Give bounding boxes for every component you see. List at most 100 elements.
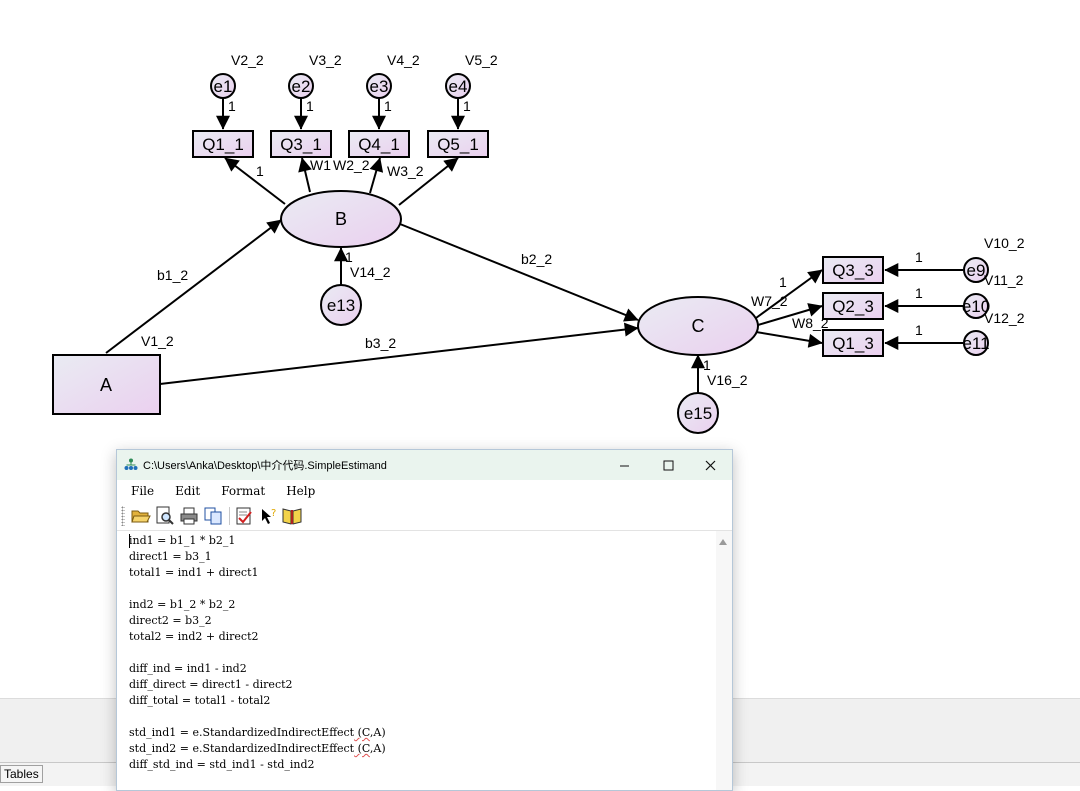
variance-label-V11_2: V11_2	[984, 272, 1024, 288]
error-e9[interactable]: e9	[963, 257, 989, 283]
code-line: diff_direct = direct1 - direct2	[129, 678, 293, 691]
edge-B-Q1_1	[224, 157, 286, 205]
node-label-e9: e9	[967, 261, 986, 280]
node-label-e10: e10	[962, 297, 990, 316]
menu-file[interactable]: File	[131, 484, 155, 498]
error-e11[interactable]: e11	[962, 330, 990, 356]
menu-help[interactable]: Help	[286, 484, 316, 498]
error-e3[interactable]: e3	[366, 73, 392, 99]
fixed-weight-e3: 1	[384, 98, 392, 114]
minimize-button[interactable]	[602, 450, 646, 480]
maximize-button[interactable]	[646, 450, 690, 480]
path-label-W7_2: W7_2	[751, 293, 788, 309]
observed-Q2_3[interactable]: Q2_3	[822, 292, 884, 320]
code-line	[129, 709, 709, 725]
variance-label-V3_2: V3_2	[309, 52, 342, 68]
variance-label-V12_2: V12_2	[984, 310, 1025, 326]
help-arrow-icon: ?	[262, 508, 276, 524]
variance-label-V16_2: V16_2	[707, 372, 748, 388]
variance-label-V2_2: V2_2	[231, 52, 264, 68]
tables-tab[interactable]: Tables	[0, 765, 43, 783]
observed-Q3_3[interactable]: Q3_3	[822, 256, 884, 284]
code-line: diff_std_ind = std_ind1 - std_ind2	[129, 758, 315, 771]
edges	[105, 98, 963, 397]
fixed-weight-e2: 1	[306, 98, 314, 114]
help-arrow-button[interactable]: ?	[258, 506, 278, 526]
copy-button[interactable]	[203, 506, 223, 526]
error-e10[interactable]: e10	[962, 293, 990, 319]
node-label-Q2_3: Q2_3	[832, 297, 874, 316]
fixed-weight-e4: 1	[463, 98, 471, 114]
error-e1[interactable]: e1	[210, 73, 236, 99]
node-label-e13: e13	[327, 296, 355, 315]
vertical-scrollbar[interactable]	[716, 531, 732, 790]
svg-text:?: ?	[271, 508, 276, 519]
fixed-weight-e15: 1	[703, 357, 711, 373]
node-label-C: C	[692, 316, 705, 336]
node-label-Q4_1: Q4_1	[358, 135, 400, 154]
node-label-e3: e3	[370, 77, 389, 96]
observed-Q3_1[interactable]: Q3_1	[270, 130, 332, 158]
code-line: diff_total = total1 - total2	[129, 694, 271, 707]
code-line: std_ind1 = e.StandardizedIndirectEffect …	[129, 726, 386, 739]
print-button[interactable]	[179, 506, 199, 526]
path-label-b2_2: b2_2	[521, 251, 552, 267]
edge-C-Q3_3	[755, 269, 823, 319]
close-button[interactable]	[688, 450, 732, 480]
open-icon	[131, 510, 151, 523]
toolbar-grip[interactable]	[121, 506, 125, 526]
observed-A[interactable]: A	[52, 354, 161, 415]
node-label-e1: e1	[214, 77, 233, 96]
edge-B-C	[399, 223, 639, 322]
book-button[interactable]	[282, 506, 302, 526]
observed-Q4_1[interactable]: Q4_1	[348, 130, 410, 158]
editor-toolbar: ?	[117, 502, 732, 531]
latent-C[interactable]: C	[637, 296, 759, 356]
minimize-icon	[619, 465, 629, 466]
node-label-Q1_3: Q1_3	[832, 334, 874, 353]
fixed-weight-e9: 1	[915, 249, 923, 265]
node-label-Q3_1: Q3_1	[280, 135, 322, 154]
observed-Q1_3[interactable]: Q1_3	[822, 329, 884, 357]
print-preview-button[interactable]	[155, 506, 175, 526]
error-e13[interactable]: e13	[320, 284, 362, 326]
check-syntax-button[interactable]	[234, 506, 254, 526]
node-label-Q5_1: Q5_1	[437, 135, 479, 154]
latent-B[interactable]: B	[280, 190, 402, 248]
menu-edit[interactable]: Edit	[175, 484, 201, 498]
scroll-up-arrow-icon[interactable]	[719, 539, 727, 545]
code-line: ind1 = b1_1 * b2_1	[129, 534, 236, 547]
error-e15[interactable]: e15	[677, 392, 719, 434]
observed-Q1_1[interactable]: Q1_1	[192, 130, 254, 158]
menu-format[interactable]: Format	[221, 484, 266, 498]
close-icon	[705, 460, 715, 470]
code-line: direct2 = b3_2	[129, 614, 212, 627]
observed-Q5_1[interactable]: Q5_1	[427, 130, 489, 158]
variance-label-V5_2: V5_2	[465, 52, 498, 68]
print-icon	[180, 507, 198, 525]
copy-icon	[204, 507, 222, 525]
edge-B-Q5_1	[398, 157, 459, 206]
edge-C-Q1_3	[755, 331, 823, 348]
fixed-weight-Q3_3: 1	[779, 274, 787, 290]
fixed-weight-e11: 1	[915, 322, 923, 338]
error-e4[interactable]: e4	[445, 73, 471, 99]
code-line: total2 = ind2 + direct2	[129, 630, 259, 643]
node-label-A: A	[100, 375, 112, 395]
code-line	[129, 581, 709, 597]
open-button[interactable]	[131, 506, 151, 526]
edge-B-Q3_1	[298, 157, 312, 193]
fixed-weight-e10: 1	[915, 285, 923, 301]
estimand-editor-window: C:\Users\Anka\Desktop\中介代码.SimpleEstiman…	[116, 449, 733, 791]
code-line: diff_ind = ind1 - ind2	[129, 662, 247, 675]
node-label-e15: e15	[684, 404, 712, 423]
error-e2[interactable]: e2	[288, 73, 314, 99]
spelling-squiggle: (C	[354, 742, 370, 755]
editor-titlebar[interactable]: C:\Users\Anka\Desktop\中介代码.SimpleEstiman…	[117, 450, 732, 480]
edge-A-B	[105, 219, 282, 354]
print-preview-icon	[156, 506, 174, 525]
node-label-B: B	[335, 209, 347, 229]
